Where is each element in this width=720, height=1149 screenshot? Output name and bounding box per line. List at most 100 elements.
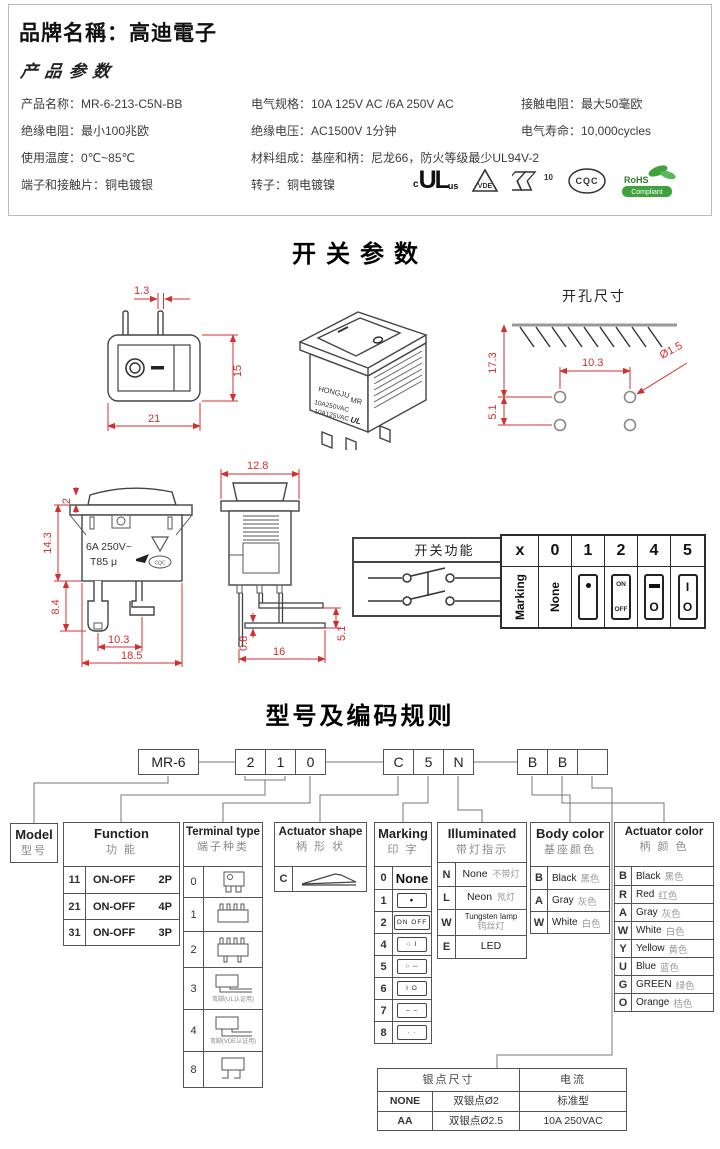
terminal-row-2: 2 — [184, 931, 262, 967]
terminal-row-3: 3 弯脚(UL认证用) — [184, 967, 262, 1009]
spec-column-2: 电气规格：10A 125V AC /6A 250V AC 绝缘电压：AC1500… — [251, 91, 539, 199]
actuator-color-cn: 柄 颜 色 — [639, 841, 689, 853]
code-box-shape: C — [383, 749, 414, 775]
silver-point-table: 银点尺寸 电流 NONE 双银点Ø2 标准型 AA 双银点Ø2.5 10A 25… — [377, 1068, 627, 1131]
spec-electrical-rating: 电气规格：10A 125V AC /6A 250V AC — [251, 97, 454, 111]
actuator-shape-row: C — [275, 867, 366, 891]
switch-params-title: 开关参数 — [292, 241, 428, 268]
marking-row: 4○ I — [375, 933, 431, 955]
illuminated-row: E LED — [438, 935, 526, 958]
marking-face-bar-o: O — [644, 574, 664, 620]
svg-text:12.8: 12.8 — [247, 460, 268, 472]
product-parameters-card: 品牌名稱：高迪電子 产品参数 产品名称：MR-6-213-C5N-BB 绝缘电阻… — [8, 4, 712, 216]
actuator-shape-en: Actuator shape — [278, 826, 363, 838]
vde-icon: VDE — [472, 168, 499, 192]
silver-size-header: 银点尺寸 — [378, 1069, 520, 1091]
svg-text:MR: MR — [350, 395, 364, 407]
marking-header-5: 5 — [683, 542, 692, 559]
ul-label: UL — [418, 166, 450, 195]
marking-row-label: Marking — [513, 573, 528, 621]
rocker-profile-drawing — [301, 873, 356, 886]
terminal-drawing-4 — [215, 1016, 252, 1037]
cqc-icon: CQC — [568, 168, 607, 194]
svg-text:RoHS: RoHS — [624, 175, 649, 185]
illuminated-en: Illuminated — [447, 826, 517, 841]
actuator-shape-table: Actuator shape 柄 形 状 C — [274, 822, 367, 892]
svg-text:10: 10 — [544, 173, 553, 182]
code-box-marking: 5 — [413, 749, 444, 775]
marking-header-1: 1 — [572, 536, 605, 566]
svg-text:CQC: CQC — [576, 176, 599, 186]
svg-text:10.3: 10.3 — [108, 634, 129, 646]
marking-header-0: 0 — [539, 536, 572, 566]
svg-text:UL: UL — [350, 415, 363, 426]
current-header: 电流 — [560, 1074, 586, 1086]
spec-electrical-life: 电气寿命：10,000cycles — [521, 124, 652, 138]
function-cn: 功 能 — [105, 844, 138, 856]
code-box-silver — [577, 749, 608, 775]
body-color-en: Body color — [536, 826, 604, 841]
code-box-actuator-color: B — [547, 749, 578, 775]
elevation-view-drawing: 6A 250V~ T85 μ CQC 2 14.3 8.4 10.3 18.5 — [42, 487, 193, 667]
svg-text:T85 μ: T85 μ — [90, 556, 117, 568]
marking-header-x: x — [502, 536, 539, 566]
side-view-drawing: 12.8 0.8 5.1 16 — [220, 460, 348, 663]
code-box-digit-3: 0 — [295, 749, 326, 775]
svg-text:8.4: 8.4 — [50, 599, 62, 614]
terminal-en: Terminal type — [186, 826, 260, 838]
marking-en: Marking — [378, 826, 428, 841]
silver-row: NONE 双银点Ø2 标准型 — [378, 1092, 626, 1111]
body-color-cn: 基座颜色 — [544, 844, 596, 856]
svg-text:18.5: 18.5 — [121, 650, 142, 662]
svg-text:15: 15 — [232, 365, 244, 377]
rohs-icon: RoHS Compliant — [620, 163, 677, 199]
silver-row: AA 双银点Ø2.5 10A 250VAC — [378, 1111, 626, 1130]
marking-header-2: 2 — [605, 536, 638, 566]
marking-face-dot — [578, 574, 598, 620]
code-box-digit-2: 1 — [265, 749, 296, 775]
terminal-drawing-0 — [223, 871, 245, 893]
actuator-shape-cn: 柄 形 状 — [295, 841, 346, 853]
marking-header-4: 4 — [638, 536, 671, 566]
model-en: Model — [15, 827, 53, 842]
terminal-type-table: Terminal type 端子种类 0 1 2 3 弯脚(UL认证用) 4 — [183, 822, 263, 1088]
code-box-body-color: B — [517, 749, 548, 775]
svg-text:6A 250V~: 6A 250V~ — [86, 541, 132, 553]
marking-row: 8· · — [375, 1021, 431, 1043]
marking-row: 7– – — [375, 999, 431, 1021]
marking-row: 1● — [375, 889, 431, 911]
isometric-view-drawing: HONGJU MR 10A250VAC 10A125VAC UL — [298, 311, 428, 450]
function-en: Function — [94, 826, 149, 841]
svg-text:16: 16 — [273, 646, 285, 658]
svg-text:CQC: CQC — [154, 561, 166, 567]
section-label-product-params: 产品参数 — [19, 62, 119, 82]
switch-function-title: 开关功能 — [354, 539, 535, 563]
spec-dielectric: 绝缘电压：AC1500V 1分钟 — [251, 124, 397, 138]
spec-product-name: 产品名称：MR-6-213-C5N-BB — [21, 97, 183, 111]
actuator-color-en: Actuator color — [624, 826, 704, 838]
model-cn: 型号 — [21, 845, 47, 857]
